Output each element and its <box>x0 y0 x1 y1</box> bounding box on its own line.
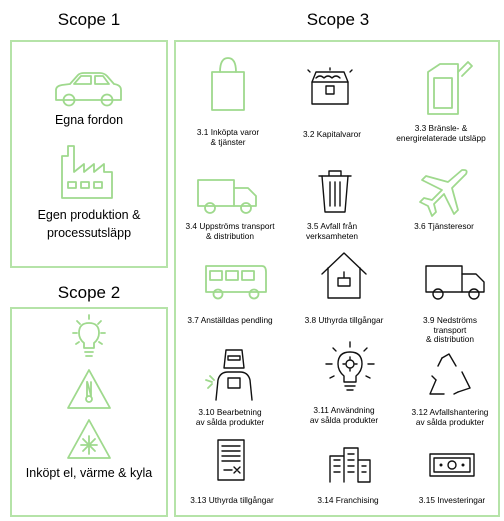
upstream-truck-icon <box>197 179 257 214</box>
factory-icon <box>61 145 113 199</box>
money-bill-icon <box>429 453 475 477</box>
thermometer-warning-icon <box>67 369 111 409</box>
fuel-can-icon <box>427 61 473 115</box>
scope3-item-3-4: 3.4 Uppströms transport& distribution <box>185 221 275 241</box>
scope3-item-3-8: 3.8 Uthyrda tillgångar <box>304 315 384 325</box>
scope1-item-vehicles: Egna fordon <box>54 113 124 127</box>
scope2-box <box>10 307 168 517</box>
scope1-box <box>10 40 168 268</box>
scope3-item-3-6: 3.6 Tjänsteresor <box>414 221 474 231</box>
lightbulb-gear-icon <box>325 341 375 391</box>
snowflake-warning-icon <box>67 419 111 459</box>
scope3-item-3-2: 3.2 Kapitalvaror <box>302 129 362 139</box>
recycle-icon <box>429 353 471 395</box>
shopping-bag-icon <box>211 57 245 111</box>
downstream-truck-icon <box>425 265 485 300</box>
welder-icon <box>205 349 253 401</box>
trash-bin-icon <box>318 170 352 213</box>
scope1-title: Scope 1 <box>57 10 121 29</box>
scope3-item-3-13: 3.13 Uthyrda tillgångar <box>190 495 274 505</box>
scope3-box <box>174 40 500 517</box>
franchise-buildings-icon <box>329 447 371 483</box>
scope3-item-3-7: 3.7 Anställdas pendling <box>187 315 273 325</box>
scope2-item-energy: Inköpt el, värme & kyla <box>25 466 153 480</box>
scope3-item-3-15: 3.15 Investeringar <box>418 495 486 505</box>
house-icon <box>321 252 367 299</box>
airplane-icon <box>419 169 468 217</box>
scope1-item-production: Egen produktion & processutsläpp <box>37 208 141 240</box>
scope3-item-3-14: 3.14 Franchising <box>317 495 379 505</box>
lightbulb-icon <box>72 314 106 357</box>
contract-document-icon <box>217 439 245 481</box>
scope3-title: Scope 3 <box>306 10 370 29</box>
scope3-item-3-3: 3.3 Bränsle- &energirelaterade utsläpp <box>396 123 486 143</box>
scope2-title: Scope 2 <box>57 283 121 302</box>
scope3-item-3-1: 3.1 Inköpta varor& tjänster <box>196 127 260 147</box>
treasure-chest-icon <box>307 67 353 105</box>
bus-icon <box>205 265 267 300</box>
car-icon <box>55 72 122 107</box>
